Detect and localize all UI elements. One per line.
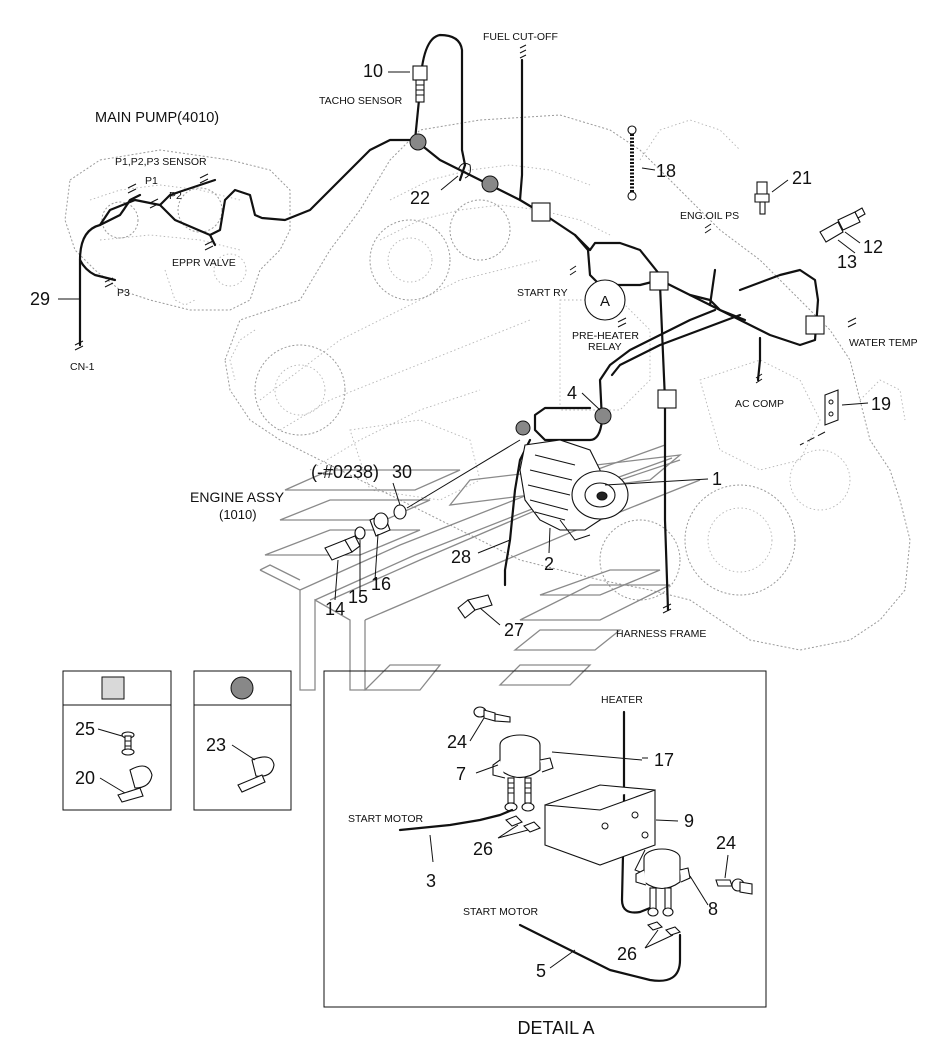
pre-heater-label: PRE-HEATER xyxy=(572,330,639,342)
fuel-cut-off-label: FUEL CUT-OFF xyxy=(483,31,558,43)
detail-a-box xyxy=(323,670,767,1008)
callout-4: 4 xyxy=(567,383,577,403)
ac-comp-label: AC COMP xyxy=(735,398,784,410)
connector-square xyxy=(657,389,677,409)
eng-oil-ps-label: ENG.OIL PS xyxy=(680,210,739,222)
relay-label: RELAY xyxy=(588,341,622,353)
engine-assy-code: (1010) xyxy=(219,507,257,522)
connector-square xyxy=(649,271,669,291)
p1-label: P1 xyxy=(145,175,158,187)
clip-circle xyxy=(409,133,427,151)
detail-a-title: DETAIL A xyxy=(517,1018,594,1038)
clip-part xyxy=(457,162,471,179)
callout-3: 3 xyxy=(426,871,436,891)
harness-connectors xyxy=(74,44,857,614)
callout-5: 5 xyxy=(536,961,546,981)
callout-18: 18 xyxy=(656,161,676,181)
eppr-valve-label: EPPR VALVE xyxy=(172,257,236,269)
callout-8: 8 xyxy=(708,899,718,919)
alternator xyxy=(519,439,629,541)
bolt-part xyxy=(457,594,493,619)
callout-23: 23 xyxy=(206,735,226,755)
engine-assy-label: ENGINE ASSY xyxy=(190,489,285,505)
callout-19: 19 xyxy=(871,394,891,414)
callout-28: 28 xyxy=(451,547,471,567)
tacho-sensor-part xyxy=(412,65,428,103)
oil-pressure-sensor-part xyxy=(754,181,770,215)
bracket-part xyxy=(799,389,839,446)
cn1-label: CN-1 xyxy=(70,361,95,373)
callout-13: 13 xyxy=(837,252,857,272)
callout-16: 16 xyxy=(371,574,391,594)
callout-12: 12 xyxy=(863,237,883,257)
tacho-sensor-label: TACHO SENSOR xyxy=(319,95,403,107)
p3-label: P3 xyxy=(117,287,130,299)
callout-30: 30 xyxy=(392,462,412,482)
p2-label: P2 xyxy=(169,190,182,202)
connector-square xyxy=(805,315,825,335)
clip-circle xyxy=(594,407,612,425)
callout-22: 22 xyxy=(410,188,430,208)
callout-1: 1 xyxy=(712,469,722,489)
legend-circle-box xyxy=(193,670,292,811)
callout-numbers: 10 22 18 21 12 13 19 1 4 29 30 28 2 27 1… xyxy=(30,61,891,981)
clip-circle xyxy=(515,420,531,436)
callout-14: 14 xyxy=(325,599,345,619)
detail-a-marker: A xyxy=(584,279,626,321)
sensor-assembly-parts xyxy=(324,439,521,561)
callout-9: 9 xyxy=(684,811,694,831)
main-pump-label: MAIN PUMP(4010) xyxy=(95,110,219,126)
callout-15: 15 xyxy=(348,587,368,607)
water-temp-label: WATER TEMP xyxy=(849,337,918,349)
p123-sensor-label: P1,P2,P3 SENSOR xyxy=(115,156,207,168)
heater-label: HEATER xyxy=(601,694,643,706)
start-motor-label-a: START MOTOR xyxy=(348,813,423,825)
callout-20: 20 xyxy=(75,768,95,788)
callout-25: 25 xyxy=(75,719,95,739)
legend-circle-swatch xyxy=(230,676,254,700)
labels: MAIN PUMP(4010) P1,P2,P3 SENSOR P1 P2 P3… xyxy=(70,31,918,1038)
detail-a-marker-text: A xyxy=(600,293,610,310)
callout-24a: 24 xyxy=(447,732,467,752)
callout-2: 2 xyxy=(544,554,554,574)
clip-circle xyxy=(481,175,499,193)
water-temp-sensor-part xyxy=(819,207,866,243)
callout-17: 17 xyxy=(654,750,674,770)
callout-26b: 26 xyxy=(617,944,637,964)
leader-lines xyxy=(58,71,869,626)
callout-27: 27 xyxy=(504,620,524,640)
main-pump-outline xyxy=(64,149,291,311)
start-motor-label-b: START MOTOR xyxy=(463,906,538,918)
callout-24b: 24 xyxy=(716,833,736,853)
harness-frame-label: HARNESS FRAME xyxy=(616,628,706,640)
legend-square-box xyxy=(62,670,172,811)
ground-strap-part xyxy=(627,125,637,201)
legend-square-swatch xyxy=(101,676,125,700)
connector-square xyxy=(531,202,551,222)
callout-7: 7 xyxy=(456,764,466,784)
callout-26a: 26 xyxy=(473,839,493,859)
callout-29: 29 xyxy=(30,289,50,309)
serial-note-label: (-#0238) xyxy=(311,462,379,482)
callout-10: 10 xyxy=(363,61,383,81)
callout-21: 21 xyxy=(792,168,812,188)
engine-background-outline xyxy=(224,114,911,651)
start-ry-label: START RY xyxy=(517,287,568,299)
